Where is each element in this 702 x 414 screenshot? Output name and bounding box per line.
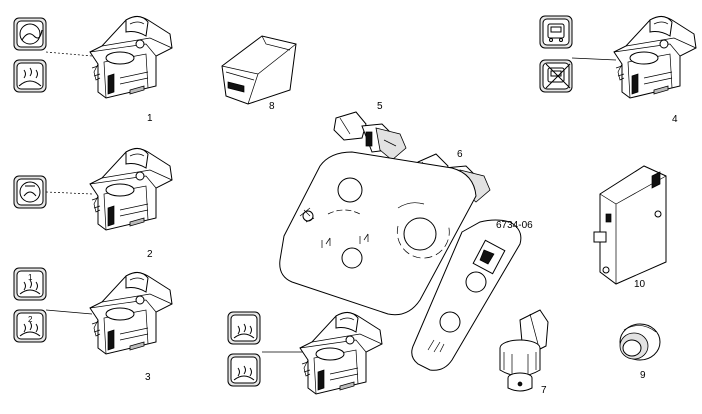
switch-1 (89, 15, 173, 99)
callout-8: 8 (269, 101, 275, 112)
callout-9: 9 (640, 370, 646, 381)
switch-1-icon-bottom (13, 59, 47, 93)
callout-1: 1 (147, 113, 153, 124)
switch-4-icon-bottom (539, 59, 573, 93)
callout-5: 5 (377, 101, 383, 112)
control-panel-right (411, 219, 522, 371)
relay-10 (593, 165, 667, 285)
switch-3-icon-bottom: 2 (13, 309, 47, 343)
switch-2-icon (13, 175, 47, 209)
svg-text:2: 2 (28, 315, 33, 324)
bezel-9 (619, 323, 661, 361)
svg-text:1: 1 (28, 273, 33, 282)
callout-7: 7 (541, 385, 547, 396)
switch-bottom-icon-bottom (227, 353, 261, 387)
switch-2 (89, 147, 173, 231)
diagram-code: 6734-06 (496, 220, 533, 231)
callout-2: 2 (147, 249, 153, 260)
callout-6: 6 (457, 149, 463, 160)
switch-4 (613, 15, 697, 99)
knob-7 (499, 309, 549, 392)
callout-10: 10 (634, 279, 646, 290)
callout-3: 3 (145, 372, 151, 383)
switch-bottom (299, 311, 383, 395)
control-panel (279, 151, 477, 316)
callout-4: 4 (672, 114, 678, 125)
switch-3 (89, 271, 173, 355)
switch-8 (221, 35, 297, 105)
switch-1-icon-top (13, 17, 47, 51)
switch-bottom-icon-top (227, 311, 261, 345)
switch-4-icon-top (539, 15, 573, 49)
knob-5 (333, 111, 407, 161)
switch-3-icon-top: 1 (13, 267, 47, 301)
